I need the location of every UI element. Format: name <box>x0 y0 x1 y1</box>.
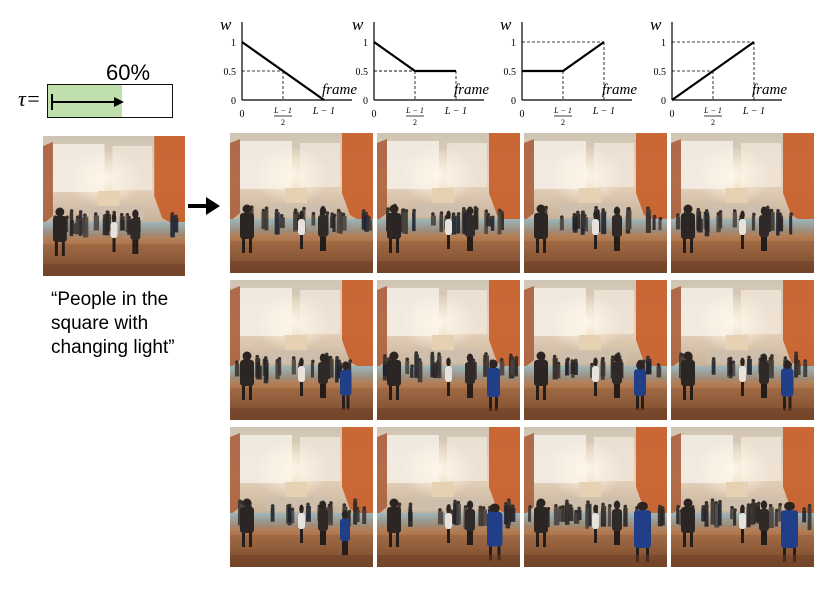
x-tick-label: L − 1 <box>405 106 424 115</box>
frame-image <box>230 280 373 420</box>
tau-arrow <box>51 94 124 110</box>
y-axis-label: w <box>352 15 364 34</box>
x-axis-label: frame <box>454 82 489 98</box>
generated-frame <box>524 133 667 273</box>
caption-line: square with <box>51 313 149 334</box>
y-tick-label: 0.5 <box>504 67 517 78</box>
generated-frame <box>377 133 520 273</box>
weight-graph: w frame 1 0.5 00 L − 1 2 L − 1 <box>500 15 637 127</box>
y-tick-label: 0.5 <box>356 67 369 78</box>
frame-image <box>671 280 814 420</box>
caption-line: “People in the <box>51 289 169 310</box>
caption-line: changing light” <box>51 337 175 358</box>
y-tick-label: 1 <box>363 38 368 49</box>
x-axis-label: frame <box>602 82 637 98</box>
weight-schedule-line <box>671 41 755 101</box>
y-axis-label: w <box>220 15 232 34</box>
x-tick-label: L − 1 <box>312 106 335 117</box>
y-tick-label: 1 <box>511 38 516 49</box>
frame-image <box>671 427 814 567</box>
source-frame-image <box>43 136 185 276</box>
x-tick-label: L − 1 <box>703 106 722 115</box>
frame-image <box>230 427 373 567</box>
generated-frame <box>377 427 520 567</box>
right-arrow-icon <box>188 197 220 215</box>
weight-graph: w frame 1 0.5 00 L − 1 2 L − 1 <box>650 15 787 127</box>
x-tick-label: L − 1 <box>553 106 572 115</box>
x-tick-label: 2 <box>561 118 565 127</box>
tau-progress-bar <box>47 84 173 118</box>
prompt-caption: “People in the square with changing ligh… <box>51 288 221 360</box>
generated-frame <box>230 427 373 567</box>
tau-percent-label: 60% <box>106 60 151 85</box>
generated-frame <box>671 133 814 273</box>
frame-image <box>377 280 520 420</box>
source-video-frame <box>43 136 185 276</box>
y-tick-label: 0 <box>231 96 236 107</box>
y-tick-label: 1 <box>661 38 666 49</box>
x-tick-label: 2 <box>281 118 285 127</box>
y-tick-label: 0.5 <box>224 67 237 78</box>
tau-symbol: τ= <box>18 86 41 111</box>
weight-schedule-line <box>522 41 605 73</box>
frame-image <box>524 280 667 420</box>
frame-image <box>524 427 667 567</box>
y-tick-label: 0 <box>661 96 666 107</box>
x-tick-label: 0 <box>670 109 675 120</box>
frame-image <box>377 427 520 567</box>
frame-image <box>230 133 373 273</box>
y-tick-label: 1 <box>231 38 236 49</box>
y-axis-label: w <box>650 15 662 34</box>
x-axis-label: frame <box>322 82 357 98</box>
frame-image <box>524 133 667 273</box>
generated-frame <box>377 280 520 420</box>
generated-frame <box>671 280 814 420</box>
y-tick-label: 0 <box>511 96 516 107</box>
x-axis-label: frame <box>752 82 787 98</box>
weight-graph: w frame 1 0.5 00 L − 1 2 L − 1 <box>352 15 489 127</box>
y-axis-label: w <box>500 15 512 34</box>
x-tick-label: L − 1 <box>742 106 765 117</box>
generated-frame <box>524 427 667 567</box>
x-tick-label: 2 <box>711 118 715 127</box>
generated-frame <box>230 133 373 273</box>
generated-frame <box>671 427 814 567</box>
generated-frame <box>524 280 667 420</box>
x-tick-label: 0 <box>240 109 245 120</box>
x-tick-label: L − 1 <box>273 106 292 115</box>
frame-image <box>671 133 814 273</box>
x-tick-label: L − 1 <box>444 106 467 117</box>
y-tick-label: 0 <box>363 96 368 107</box>
x-tick-label: 0 <box>520 109 525 120</box>
x-tick-label: 2 <box>413 118 417 127</box>
weight-schedule-line <box>241 41 325 101</box>
frame-image <box>377 133 520 273</box>
y-tick-label: 0.5 <box>654 67 667 78</box>
x-tick-label: L − 1 <box>592 106 615 117</box>
x-tick-label: 0 <box>372 109 377 120</box>
generated-frame <box>230 280 373 420</box>
weight-schedule-line <box>373 41 456 73</box>
weight-graph: w frame 1 0.5 00 L − 1 2 L − 1 <box>220 15 357 127</box>
